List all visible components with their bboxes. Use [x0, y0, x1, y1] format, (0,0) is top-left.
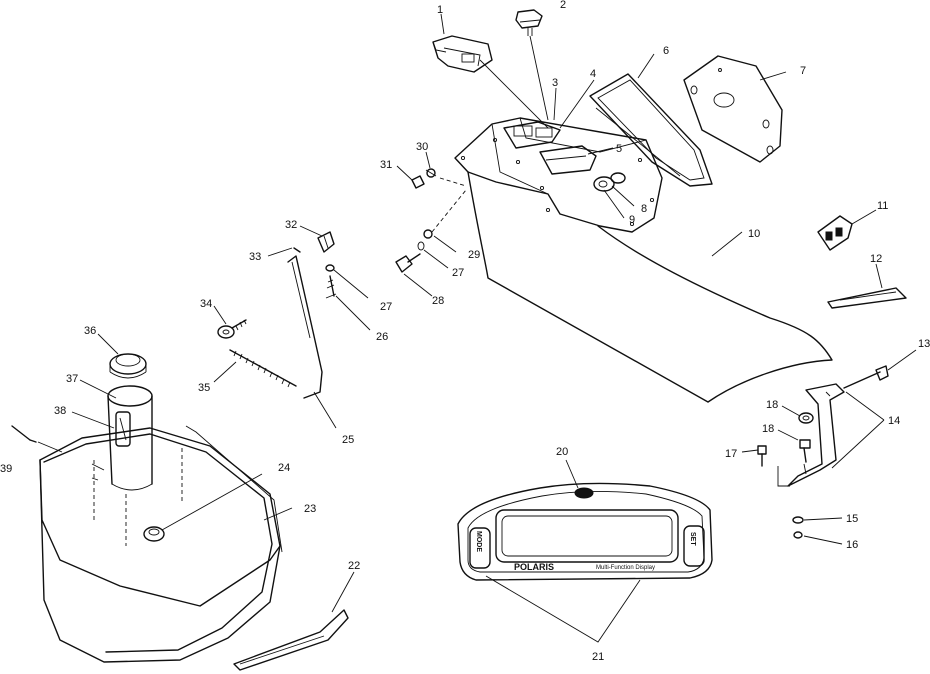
callout-30: 30 — [416, 141, 428, 153]
callout-34: 34 — [200, 298, 212, 310]
callout-31: 31 — [380, 159, 392, 171]
part-18-fasteners — [777, 405, 814, 475]
callout-16: 16 — [846, 539, 858, 551]
parts-27-28-29 — [395, 189, 467, 297]
callout-25: 25 — [342, 434, 354, 446]
callout-22: 22 — [348, 560, 360, 572]
callout-18b: 18 — [762, 423, 774, 435]
part-17-bolt — [741, 445, 790, 487]
callout-24: 24 — [278, 462, 290, 474]
callout-14: 14 — [888, 415, 900, 427]
callout-27a: 27 — [380, 301, 392, 313]
callout-38: 38 — [54, 405, 66, 417]
part-39-pin — [11, 425, 63, 453]
part-25-rod — [287, 255, 337, 429]
part-1-switch — [432, 35, 493, 73]
callout-32: 32 — [285, 219, 297, 231]
part-12-strip — [827, 263, 907, 309]
callout-37: 37 — [66, 373, 78, 385]
part-36-cap — [97, 333, 147, 379]
part-34-eyebolt — [213, 305, 247, 339]
callout-39: 39 — [0, 463, 12, 475]
part-37-filler-neck — [71, 379, 153, 491]
callout-15: 15 — [846, 513, 858, 525]
callout-13: 13 — [918, 338, 930, 350]
callout-17: 17 — [725, 448, 737, 460]
callout-4: 4 — [590, 68, 596, 80]
part-14-bracket — [787, 383, 885, 487]
part-6-frame — [589, 73, 713, 187]
callout-36: 36 — [84, 325, 96, 337]
callout-2: 2 — [560, 0, 566, 11]
part-13-bolt — [843, 349, 917, 389]
set-button-label: SET — [689, 532, 696, 546]
part-35-threaded-rod — [213, 349, 297, 388]
display-panel — [457, 459, 713, 643]
callout-11: 11 — [877, 200, 888, 212]
callout-6: 6 — [663, 45, 669, 57]
parts-26-27-32-33 — [267, 225, 371, 331]
parts-30-31-screws — [396, 151, 467, 189]
panel-subtitle: Multi-Function Display — [596, 565, 655, 571]
callout-35: 35 — [198, 382, 210, 394]
part-2-knob — [515, 9, 549, 121]
callout-23: 23 — [304, 503, 316, 515]
callout-3: 3 — [552, 77, 558, 89]
part-10-hood — [454, 117, 833, 403]
part-22-strap — [233, 571, 355, 671]
callout-29: 29 — [468, 249, 480, 261]
parts-15-16-washers — [792, 516, 843, 545]
callout-5: 5 — [616, 143, 622, 155]
callout-10: 10 — [748, 228, 760, 240]
part-11-clip — [817, 209, 877, 251]
part-7-cover — [683, 55, 783, 163]
callout-8: 8 — [641, 203, 647, 215]
callout-1: 1 — [437, 4, 443, 16]
callout-12: 12 — [870, 253, 882, 265]
part-24-grommet — [143, 473, 263, 542]
callout-20: 20 — [556, 446, 568, 458]
callout-9: 9 — [629, 214, 635, 226]
panel-lettering: MODE SET POLARIS Multi-Function Display — [475, 531, 696, 572]
part-23-tank — [39, 425, 293, 663]
callout-7: 7 — [800, 65, 806, 77]
callout-26: 26 — [376, 331, 388, 343]
callout-28: 28 — [432, 295, 444, 307]
callout-33: 33 — [249, 251, 261, 263]
brand-label: POLARIS — [514, 562, 554, 572]
callout-21: 21 — [592, 651, 604, 663]
mode-button-label: MODE — [475, 531, 482, 552]
callout-27b: 27 — [452, 267, 464, 279]
callout-18a: 18 — [766, 399, 778, 411]
